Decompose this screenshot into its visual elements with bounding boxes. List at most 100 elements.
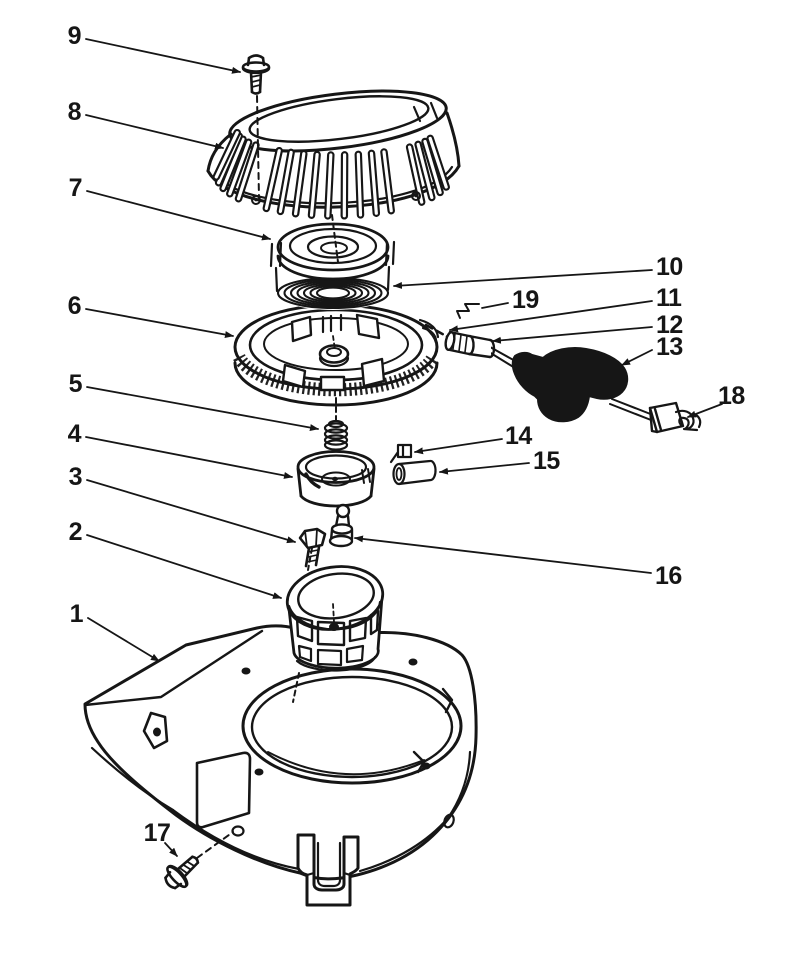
part-bolt-3 <box>298 527 327 568</box>
part-sleeve-15 <box>392 459 437 486</box>
screw-hole-17 <box>231 825 245 837</box>
cover-louver-slot <box>428 136 448 189</box>
center-line <box>196 831 234 859</box>
cover-louver-slot <box>221 137 245 190</box>
leader-line-19 <box>481 302 509 309</box>
rivet-dot <box>408 658 418 666</box>
ferrule-right-end <box>488 338 496 359</box>
cup-window-lower <box>345 644 365 664</box>
handle-silhouette <box>511 347 629 423</box>
part-starter-handle <box>511 347 629 423</box>
plate-floor <box>263 317 409 371</box>
leader-line-1 <box>87 617 160 662</box>
part-friction-cup <box>296 450 376 508</box>
center-line <box>332 603 335 623</box>
callout-number-1: 1 <box>70 600 84 628</box>
callout-number-12: 12 <box>656 311 683 339</box>
housing-vent-plate <box>195 751 252 829</box>
callout-number-18: 18 <box>718 382 745 410</box>
cover-skirt-right <box>445 111 461 168</box>
pulley-recess <box>306 235 360 259</box>
cover-louver-slot <box>214 131 239 179</box>
cup-window <box>316 620 346 647</box>
cover-louver-slot <box>294 152 306 216</box>
callout-number-9: 9 <box>68 22 81 50</box>
recoil-spring-coil <box>296 281 370 305</box>
leader-line-2 <box>86 534 282 599</box>
pulley-flange <box>276 254 390 281</box>
plate-posts <box>321 313 343 334</box>
rope-segment <box>609 398 654 421</box>
callout-number-7: 7 <box>69 174 82 202</box>
pulley-ear-left <box>269 241 283 268</box>
leader-line-18 <box>687 403 723 418</box>
cup-center-hole <box>329 623 339 631</box>
housing-rim-notch-front <box>412 750 426 774</box>
bolt-head <box>298 527 327 550</box>
ratchet-dog <box>281 363 307 389</box>
ferrule-hatch <box>452 333 468 353</box>
ferrule-divider <box>467 334 475 356</box>
housing-opening-inner-lip <box>250 675 454 779</box>
callout-number-13: 13 <box>656 333 683 361</box>
cup-window <box>348 616 368 643</box>
rivet-dot <box>254 768 264 776</box>
retainer-collar <box>330 523 354 535</box>
part-cover-screw <box>241 54 271 95</box>
part-housing-screw <box>158 831 234 896</box>
retainer-ball <box>335 503 351 519</box>
recoil-spring-coil <box>302 283 364 303</box>
leader-line-5 <box>86 386 319 432</box>
leader-line-8 <box>85 114 224 150</box>
housing-rolled-edge-left <box>90 746 175 812</box>
housing-opening-floor <box>267 751 425 776</box>
center-line <box>292 672 300 703</box>
ferrule-body <box>448 330 492 359</box>
cover-louver-slot <box>278 150 293 213</box>
housing-rolled-edge-right <box>358 750 472 873</box>
callout-number-5: 5 <box>69 370 83 398</box>
cup-rim-inner <box>297 572 375 620</box>
leader-line-16 <box>354 535 652 574</box>
cup-window-lower <box>297 644 313 663</box>
leader-line-15 <box>439 462 530 475</box>
rivet-dot <box>241 667 251 675</box>
housing-rim-notch-right <box>441 687 454 714</box>
callout-number-16: 16 <box>655 562 682 590</box>
cup-window <box>295 615 314 643</box>
cover-louver-slot <box>423 139 442 194</box>
anchor-fold <box>648 406 663 434</box>
ratchet-dog <box>360 357 386 388</box>
housing-side-hole <box>142 711 169 750</box>
cover-louver-slot <box>326 153 333 218</box>
plate-bottom-edge <box>233 361 439 407</box>
cover-louver-slot <box>356 152 363 217</box>
cup-window <box>369 609 380 636</box>
housing-bracket <box>296 833 360 907</box>
callout-number-19: 19 <box>512 286 539 314</box>
bolt-head-facets <box>304 528 318 548</box>
cup4-floor-hub <box>321 471 351 487</box>
callout-number-17: 17 <box>144 819 171 847</box>
rope-hidden <box>424 323 450 339</box>
part-recoil-cover <box>206 89 461 220</box>
leader-line-11 <box>449 300 653 333</box>
retainer-base <box>328 534 354 548</box>
ratchet-dog <box>355 313 381 340</box>
callout-number-6: 6 <box>68 292 81 320</box>
leader-line-6 <box>85 308 234 338</box>
anchor-plate <box>648 401 685 434</box>
callout-number-10: 10 <box>656 253 683 281</box>
cup-bottom-band <box>295 655 377 672</box>
housing-fold-line <box>83 629 264 707</box>
cup4-wall <box>296 467 376 498</box>
rivet-dot <box>421 762 431 770</box>
cup4-slot <box>361 468 371 484</box>
center-line <box>332 335 336 351</box>
pulley-hole <box>320 241 348 255</box>
part-spring-clip <box>456 303 480 319</box>
plate-hub-base <box>318 356 350 368</box>
housing-oval-hole <box>443 813 455 829</box>
housing-rolled-edge-bottom <box>171 808 301 871</box>
callout-number-4: 4 <box>68 420 82 448</box>
